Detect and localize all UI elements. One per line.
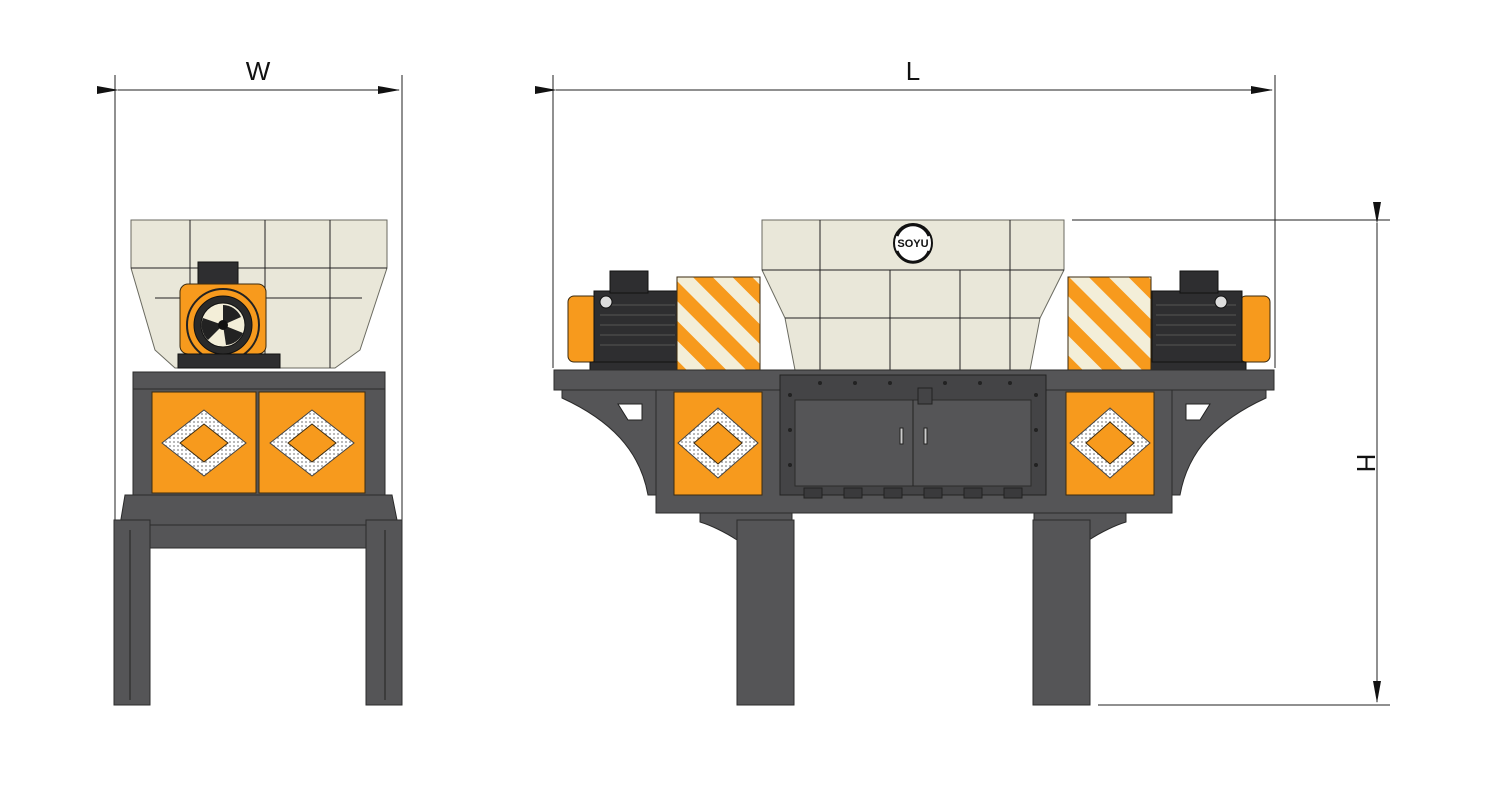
right-gear-guard — [1067, 276, 1152, 371]
front-hopper: SOYU — [761, 219, 1065, 371]
front-brackets — [561, 389, 1267, 496]
side-base — [113, 494, 403, 706]
width-label: W — [246, 56, 271, 86]
front-view: SOYU — [553, 219, 1275, 706]
right-motor — [1147, 270, 1271, 371]
soyu-logo: SOYU — [893, 223, 933, 264]
logo-text: SOYU — [897, 238, 928, 250]
side-view — [113, 219, 403, 706]
side-frame-top — [132, 371, 386, 496]
length-label: L — [906, 56, 920, 86]
dimension-height: H — [1072, 202, 1390, 706]
side-motor — [177, 261, 281, 369]
left-motor — [567, 270, 683, 371]
front-body — [655, 374, 1173, 514]
height-label: H — [1351, 454, 1381, 473]
front-legs — [699, 512, 1127, 706]
dimension-length: L — [535, 56, 1276, 368]
left-gear-guard — [676, 276, 761, 371]
